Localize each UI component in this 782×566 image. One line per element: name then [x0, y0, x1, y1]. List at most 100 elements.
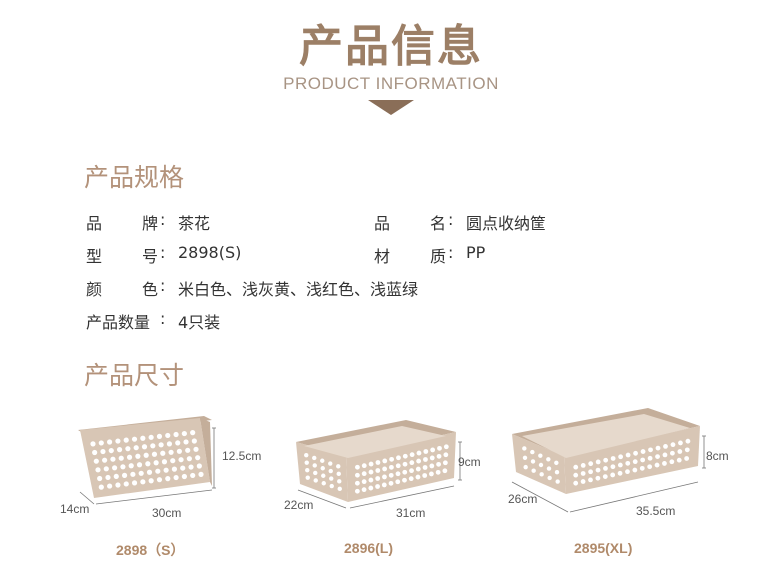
basket-hole: [102, 457, 108, 463]
basket-hole: [183, 439, 189, 445]
basket-hole: [161, 459, 168, 465]
spec-label-b: 色: [142, 280, 159, 299]
basket-hole: [368, 477, 374, 483]
basket-hole: [98, 484, 104, 490]
basket-hole: [153, 460, 159, 466]
basket-hole: [640, 457, 646, 463]
basket-hole: [402, 461, 408, 467]
basket-hole: [143, 452, 149, 458]
basket-hole: [141, 444, 148, 450]
basket-hole: [313, 470, 318, 476]
basket-hole: [156, 433, 163, 439]
basket-hole: [193, 446, 199, 452]
basket-hole: [595, 467, 601, 473]
basket-hole: [375, 484, 380, 489]
basket-hole: [181, 473, 187, 480]
basket-hole: [677, 449, 683, 454]
spec-label-b: 号: [142, 247, 159, 266]
basket-hole: [196, 463, 202, 469]
spec-value: 米白色、浅灰黄、浅红色、浅蓝绿: [178, 280, 419, 299]
basket-hole: [304, 460, 309, 465]
basket-hole: [684, 447, 690, 453]
spec-label-a: 型: [86, 247, 103, 266]
basket-hole: [595, 459, 601, 465]
basket-hole: [422, 465, 428, 470]
basket-hole: [580, 479, 586, 484]
basket-hole: [395, 479, 401, 485]
basket-hole: [337, 479, 342, 484]
basket-hole: [146, 469, 153, 475]
basket-hole: [361, 479, 367, 485]
basket-hole: [573, 480, 579, 486]
basket-hole: [632, 467, 638, 473]
basket-hole: [429, 463, 435, 469]
spec-label-b: 牌: [142, 214, 159, 233]
basket-hole: [662, 461, 667, 466]
spec-brand: 品 牌 : 茶花: [86, 210, 346, 233]
basket-hole: [388, 472, 394, 478]
dim-depth: 26cm: [508, 492, 538, 506]
basket-hole: [375, 468, 381, 473]
basket-hole: [522, 455, 528, 460]
dim-width: 30cm: [152, 506, 182, 520]
basket-hole: [123, 481, 129, 487]
basket-hole: [329, 476, 334, 481]
basket-hole: [416, 458, 422, 464]
basket-hole: [136, 462, 143, 468]
basket-hole: [93, 458, 99, 464]
basket-hole: [171, 466, 178, 472]
basket-hole: [639, 465, 645, 471]
basket-hole: [118, 455, 124, 461]
basket-hole: [436, 453, 442, 459]
basket-hole: [437, 445, 442, 451]
basket-hole: [130, 471, 136, 477]
spec-colon: :: [160, 243, 166, 262]
basket-hole: [546, 466, 552, 471]
basket-hole: [108, 447, 114, 454]
basket-hole: [647, 464, 653, 470]
model-label: 2898（S）: [116, 542, 185, 558]
basket-hole: [381, 482, 387, 488]
basket-hole: [670, 442, 676, 448]
spec-quantity: 产品数量 : 4只装: [86, 309, 346, 332]
basket-hole: [415, 474, 421, 480]
basket-hole: [123, 437, 129, 443]
basket-hole: [416, 450, 422, 456]
basket-hole: [580, 471, 586, 476]
basket-hole: [186, 456, 192, 462]
basket-hole: [595, 475, 601, 481]
basket-hole: [361, 463, 367, 469]
basket-hole: [382, 466, 388, 472]
basket-hole: [443, 444, 449, 450]
basket-hole: [617, 470, 623, 476]
basket-hole: [140, 435, 146, 441]
basket-hole: [312, 463, 317, 468]
basket-hole: [654, 462, 660, 468]
spec-value: 茶花: [178, 214, 211, 233]
spec-value: 圆点收纳筐: [466, 214, 547, 233]
basket-hole: [115, 438, 121, 444]
basket-hole: [375, 460, 381, 465]
basket-hole: [429, 471, 434, 477]
basket-hole: [190, 430, 196, 436]
dim-depth: 14cm: [60, 502, 90, 516]
basket-hole: [160, 450, 166, 456]
basket-hole: [436, 461, 441, 467]
basket-hole: [138, 470, 144, 476]
down-arrow-icon: [368, 100, 414, 115]
basket-hole: [107, 483, 113, 489]
basket-hole: [355, 464, 360, 470]
basket-hole: [546, 457, 551, 462]
basket-hole: [336, 464, 341, 469]
basket-hole: [633, 450, 638, 456]
spec-color: 颜 色 : 米白色、浅灰黄、浅红色、浅蓝绿: [86, 276, 586, 299]
basket-hole: [538, 453, 543, 458]
basket-hole: [95, 467, 101, 473]
spec-label-a: 材: [374, 247, 391, 266]
basket-hole: [128, 463, 134, 469]
basket-hole: [523, 464, 528, 470]
basket-hole: [554, 470, 560, 475]
basket-image-xl: [511, 408, 706, 513]
basket-hole: [156, 477, 163, 483]
basket-hole: [145, 461, 151, 467]
